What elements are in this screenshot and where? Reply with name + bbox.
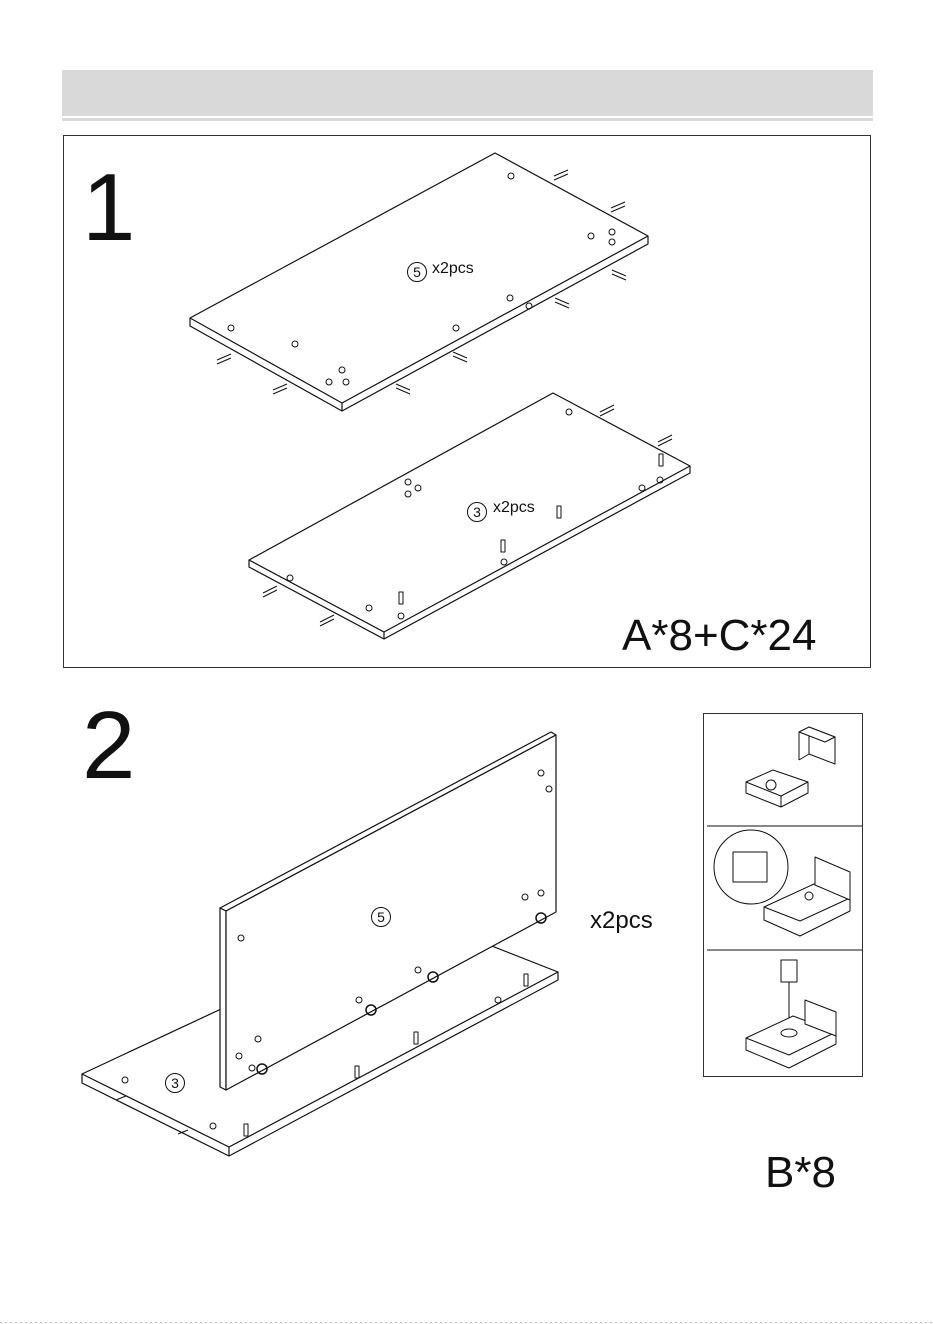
page-bottom-edge (0, 1322, 933, 1323)
step-2-number: 2 (82, 698, 135, 794)
step-1-hardware: A*8+C*24 (622, 614, 816, 658)
panel-5-top-board (190, 153, 648, 411)
upright-part-5-marker: 5 (371, 907, 391, 927)
part-3-marker: 3 (467, 502, 487, 522)
cam-lock-detail-inset (703, 713, 863, 1077)
base-part-3-marker: 3 (165, 1073, 185, 1093)
part-3-qty: x2pcs (493, 500, 535, 516)
part-5-qty: x2pcs (432, 261, 474, 277)
step-2-qty: x2pcs (590, 909, 653, 933)
part-5-marker: 5 (407, 262, 427, 282)
step-2-hardware: B*8 (765, 1151, 836, 1195)
step-1-number: 1 (82, 160, 135, 256)
